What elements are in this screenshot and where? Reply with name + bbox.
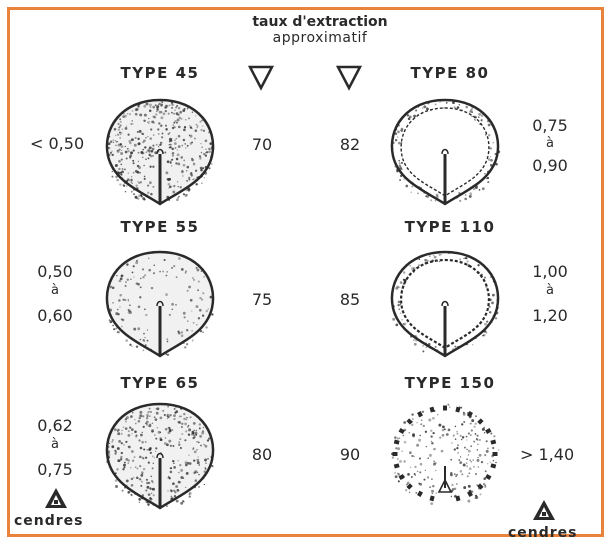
extraction-rate-type-80: 82: [340, 135, 360, 154]
extraction-rate-type-65: 80: [252, 445, 272, 464]
ash-content-type-110-sep: à: [546, 283, 554, 298]
grain-type-55: [100, 244, 220, 364]
ash-label-right: cendres: [508, 525, 578, 541]
grain-type-45: [100, 92, 220, 212]
diagram-frame: [7, 7, 604, 537]
ash-content-type-80-max: 0,90: [532, 156, 568, 175]
ash-content-type-80-sep: à: [546, 136, 554, 151]
ash-content-type-45: < 0,50: [30, 134, 84, 153]
extraction-rate-type-150: 90: [340, 445, 360, 464]
type-110-label: TYPE 110: [405, 218, 496, 236]
type-80-label: TYPE 80: [411, 64, 490, 82]
extraction-rate-type-45: 70: [252, 135, 272, 154]
grain-type-65: [100, 396, 220, 516]
header-subtitle: approximatif: [273, 30, 368, 46]
ash-content-type-55-min: 0,50: [37, 262, 73, 281]
triangle-down-icon: [248, 64, 274, 90]
grain-type-150: [385, 396, 505, 516]
type-45-label: TYPE 45: [121, 64, 200, 82]
ash-content-type-55-sep: à: [51, 283, 59, 298]
ash-triangle-icon: [44, 487, 68, 509]
ash-triangle-icon: [532, 499, 556, 521]
extraction-rate-type-110: 85: [340, 290, 360, 309]
ash-content-type-80-min: 0,75: [532, 116, 568, 135]
ash-content-type-65-max: 0,75: [37, 460, 73, 479]
type-150-label: TYPE 150: [405, 374, 496, 392]
ash-content-type-110-max: 1,20: [532, 306, 568, 325]
ash-label-left: cendres: [14, 513, 84, 529]
ash-content-type-150: > 1,40: [520, 445, 574, 464]
ash-content-type-65-sep: à: [51, 437, 59, 452]
header-title: taux d'extraction: [252, 14, 387, 30]
ash-content-type-65-min: 0,62: [37, 416, 73, 435]
type-65-label: TYPE 65: [121, 374, 200, 392]
extraction-rate-type-55: 75: [252, 290, 272, 309]
grain-type-80: [385, 92, 505, 212]
ash-content-type-55-max: 0,60: [37, 306, 73, 325]
ash-content-type-110-min: 1,00: [532, 262, 568, 281]
type-55-label: TYPE 55: [121, 218, 200, 236]
triangle-down-icon: [336, 64, 362, 90]
grain-type-110: [385, 244, 505, 364]
